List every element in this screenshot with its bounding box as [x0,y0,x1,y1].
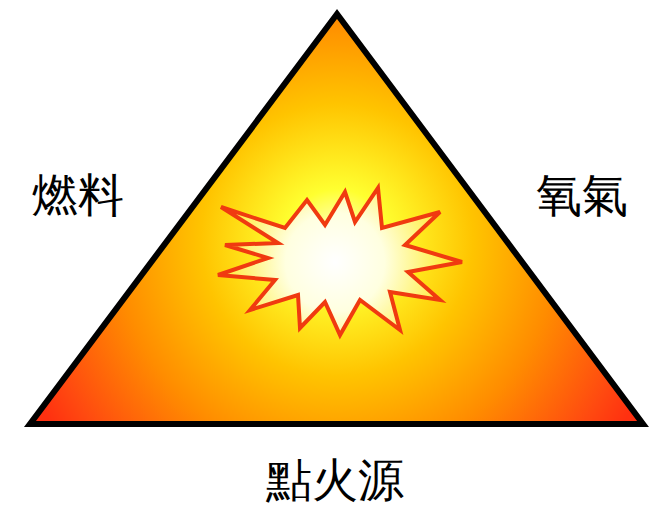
triangle [30,14,643,424]
label-text: 點火源 [266,455,404,506]
label-text: 氧氣 [536,170,628,221]
label-text: 燃料 [32,170,124,221]
explosion-burst [218,188,462,335]
